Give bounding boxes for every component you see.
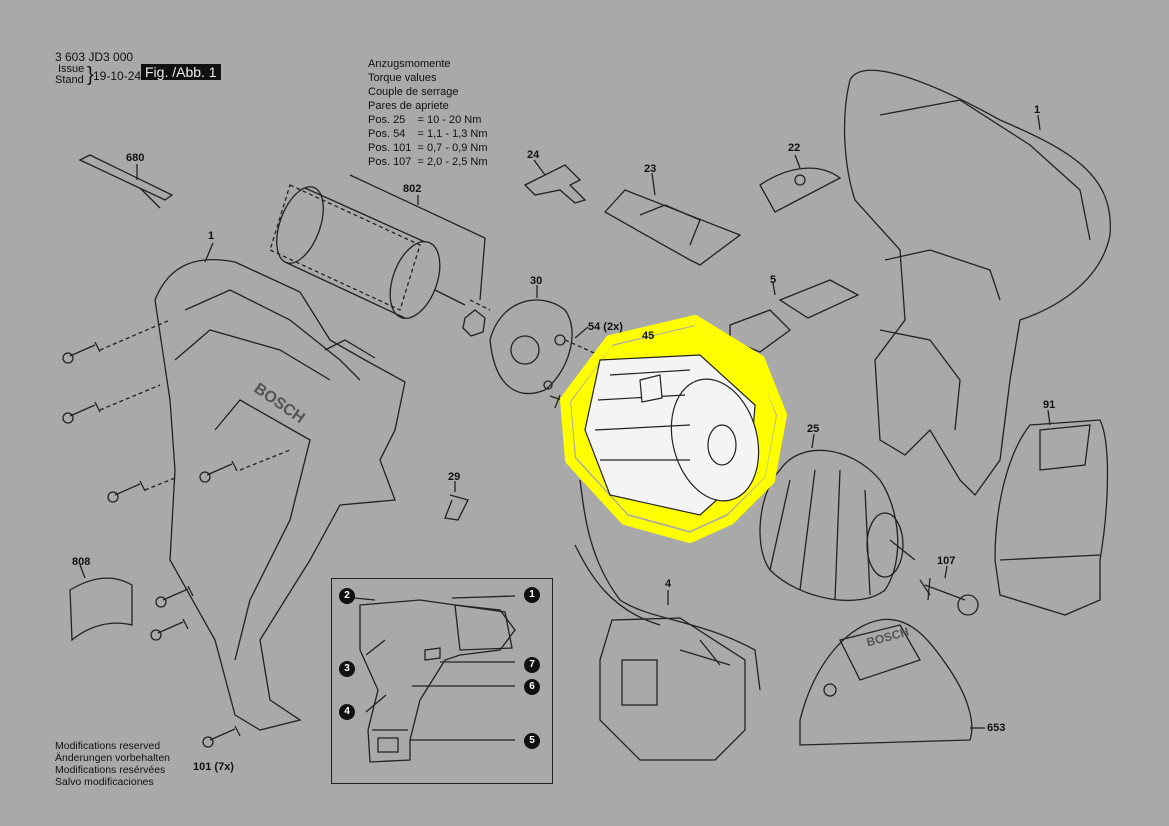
electronics-4: [574, 479, 761, 761]
inset-badge-5: 5: [524, 733, 540, 749]
part-label-1-right: 1: [1034, 104, 1041, 116]
motor-802: [269, 184, 486, 337]
part-label-25: 25: [807, 423, 820, 435]
slider-5: [729, 279, 860, 353]
inset-drill-drawing: [353, 595, 516, 763]
torque-value-25: Pos. 25 = 10 - 20 Nm: [368, 114, 482, 126]
issue-date: 19-10-24: [93, 69, 142, 83]
lamp-808: [69, 577, 133, 642]
cap-22: [759, 167, 842, 213]
part-label-680: 680: [126, 152, 145, 164]
torque-value-54: Pos. 54 = 1,1 - 1,3 Nm: [368, 128, 488, 140]
part-label-29: 29: [448, 471, 461, 483]
modifications-note: Modifications reserved Änderungen vorbeh…: [55, 740, 170, 788]
inset-badge-4: 4: [339, 704, 355, 720]
inset-overview-box: 1 2 3 4 5 6 7: [331, 578, 553, 784]
wrench-24: [523, 164, 587, 204]
figure-label: Fig. /Abb. 1: [141, 64, 221, 80]
part-label-91: 91: [1043, 399, 1056, 411]
torque-heading-en: Torque values: [368, 72, 437, 84]
housing-right-outline: [843, 69, 1111, 497]
part-label-5: 5: [770, 274, 777, 286]
part-label-54: 54 (2x): [588, 321, 623, 333]
inset-badge-1: 1: [524, 587, 540, 603]
gearbox-45-highlighted: [560, 315, 787, 543]
modifications-de: Änderungen vorbehalten: [55, 752, 171, 764]
inset-badge-6: 6: [524, 679, 540, 695]
modifications-fr: Modifications resérvées: [55, 764, 166, 776]
part-label-45: 45: [642, 330, 655, 342]
part-label-23: 23: [644, 163, 657, 175]
brace-glyph: }: [87, 64, 94, 86]
screw-107: [919, 577, 979, 616]
modifications-en: Modifications reserved: [55, 740, 161, 752]
part-label-24: 24: [527, 149, 540, 161]
torque-value-101: Pos. 101 = 0,7 - 0,9 Nm: [368, 142, 488, 154]
part-label-802: 802: [403, 183, 422, 195]
stand-label: Stand: [55, 74, 84, 86]
switch-23: [603, 189, 742, 266]
part-label-4: 4: [665, 578, 672, 590]
battery-91: [994, 419, 1109, 616]
document-number: 3 603 JD3 000: [55, 50, 134, 64]
torque-values-block: Anzugsmomente Torque values Couple de se…: [368, 57, 488, 169]
part-label-1-left: 1: [208, 230, 215, 242]
part-label-653: 653: [987, 722, 1006, 734]
torque-heading-de: Anzugsmomente: [368, 58, 451, 70]
inset-badge-3: 3: [339, 661, 355, 677]
inset-badge-2: 2: [339, 588, 355, 604]
chuck-25: [759, 449, 916, 602]
torque-heading-fr: Couple de serrage: [368, 86, 459, 98]
part-label-22: 22: [788, 142, 801, 154]
part-label-808: 808: [72, 556, 91, 568]
part-label-101: 101 (7x): [193, 761, 234, 773]
torque-heading-es: Pares de apriete: [368, 100, 449, 112]
housing-left-outline: [154, 259, 406, 731]
clip-29: [444, 494, 469, 521]
bit-680: [78, 154, 174, 209]
screws-101: [62, 341, 241, 748]
issue-label: Issue: [58, 63, 85, 75]
torque-value-107: Pos. 107 = 2,0 - 2,5 Nm: [368, 156, 488, 168]
part-label-30: 30: [530, 275, 543, 287]
part-label-107: 107: [937, 555, 956, 567]
charger-653: [799, 618, 973, 746]
modifications-es: Salvo modificaciones: [55, 776, 154, 788]
plate-30: [489, 299, 573, 395]
inset-badge-7: 7: [524, 657, 540, 673]
